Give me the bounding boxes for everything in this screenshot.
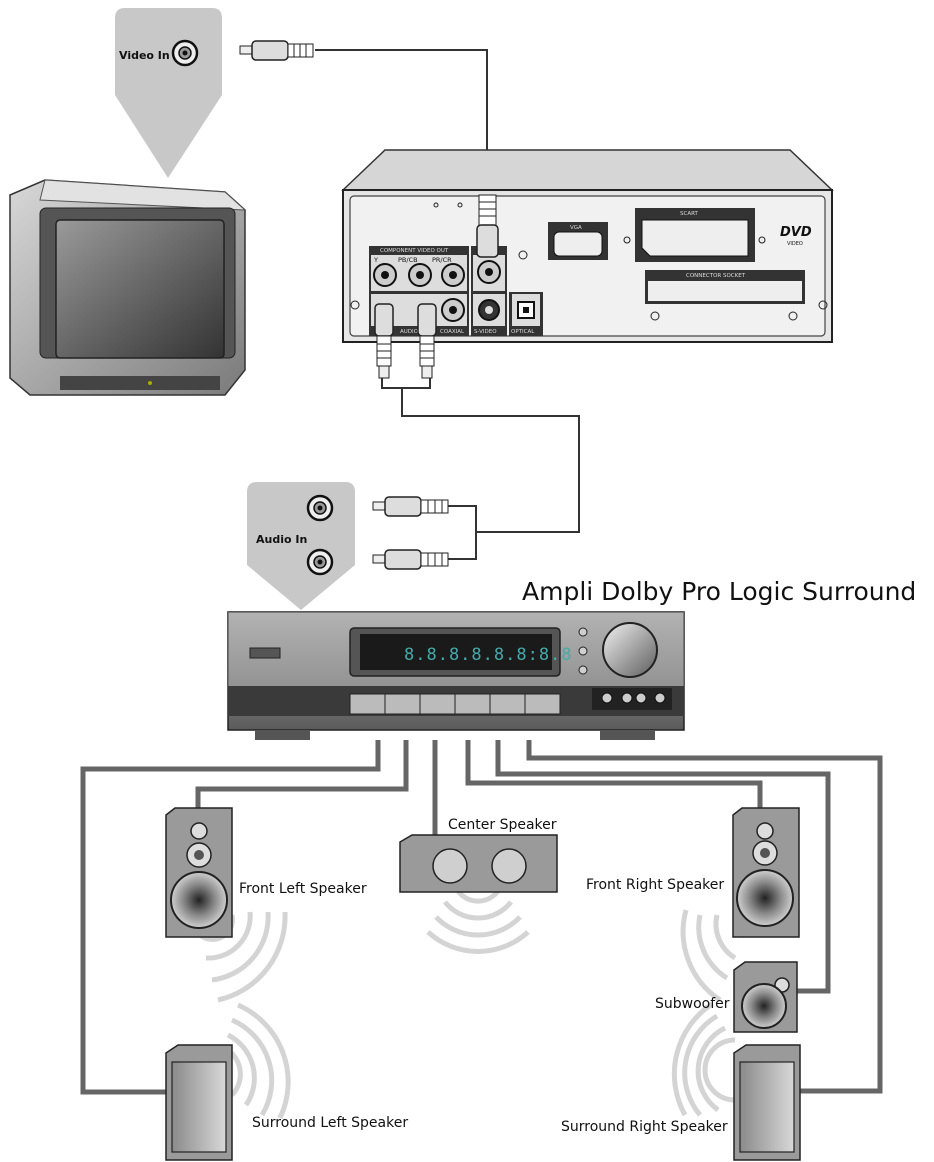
surround-right-speaker-label: Surround Right Speaker [561,1119,728,1135]
amp-display: 8.8.8.8.8.8:8.8 [404,645,573,665]
audio-cable [381,378,580,560]
connector-socket-label: CONNECTOR SOCKET [686,273,746,279]
subwoofer [733,961,798,1033]
dvd-player: COMPONENT VIDEO OUT Y PB/CB PR/CR AUDIO … [341,149,834,343]
center-speaker-label: Center Speaker [448,817,557,833]
amplifier [227,611,685,740]
dvd-logo: DVD [780,225,812,240]
surround-left-speaker [165,1044,233,1161]
dvd-component-jacks [373,260,501,322]
vga-label: VGA [570,225,582,231]
audio-out-label: AUDIO OUT [400,329,432,335]
amp-title: Ampli Dolby Pro Logic Surround [522,577,916,606]
video-in-label: Video In [119,49,170,62]
surround-left-speaker-label: Surround Left Speaker [252,1115,408,1131]
video-cable [315,49,488,195]
front-right-speaker-label: Front Right Speaker [586,877,724,893]
svideo-label: S-VIDEO [474,329,497,335]
television [9,179,247,396]
dvd-audio-plug-right [417,303,437,379]
video-in-jack [171,39,199,67]
y-label: Y [373,256,378,264]
center-speaker [399,834,558,893]
audio-rca-plug-bottom [372,549,449,570]
audio-in-label: Audio In [256,533,307,546]
audio-rca-plug-top [372,496,449,517]
video-rca-plug [239,40,314,61]
surround-left-sound-waves [226,1002,291,1120]
dvd-audio-plug-left [374,303,394,379]
optical-label: OPTICAL [511,329,535,335]
center-sound-waves [426,886,530,954]
front-left-speaker-label: Front Left Speaker [239,881,367,897]
audio-in-jack-right [306,548,334,576]
component-video-label: COMPONENT VIDEO OUT [380,248,449,254]
surround-right-speaker [733,1044,801,1161]
dvd-video-plug [476,194,499,258]
pr-label: PR/CR [432,256,452,264]
subwoofer-label: Subwoofer [655,996,730,1012]
coaxial-label: COAXIAL [440,329,465,335]
audio-in-jack-left [306,494,334,522]
surround-right-sound-waves [671,1001,736,1117]
scart-label: SCART [680,211,699,217]
front-left-speaker [165,807,233,938]
dvd-logo-sub: VIDEO [787,241,803,247]
pb-label: PB/CB [398,256,418,264]
video-in-callout [115,8,222,178]
speaker-wires [80,740,883,1095]
audio-in-callout [247,482,355,610]
front-right-speaker [732,807,800,938]
